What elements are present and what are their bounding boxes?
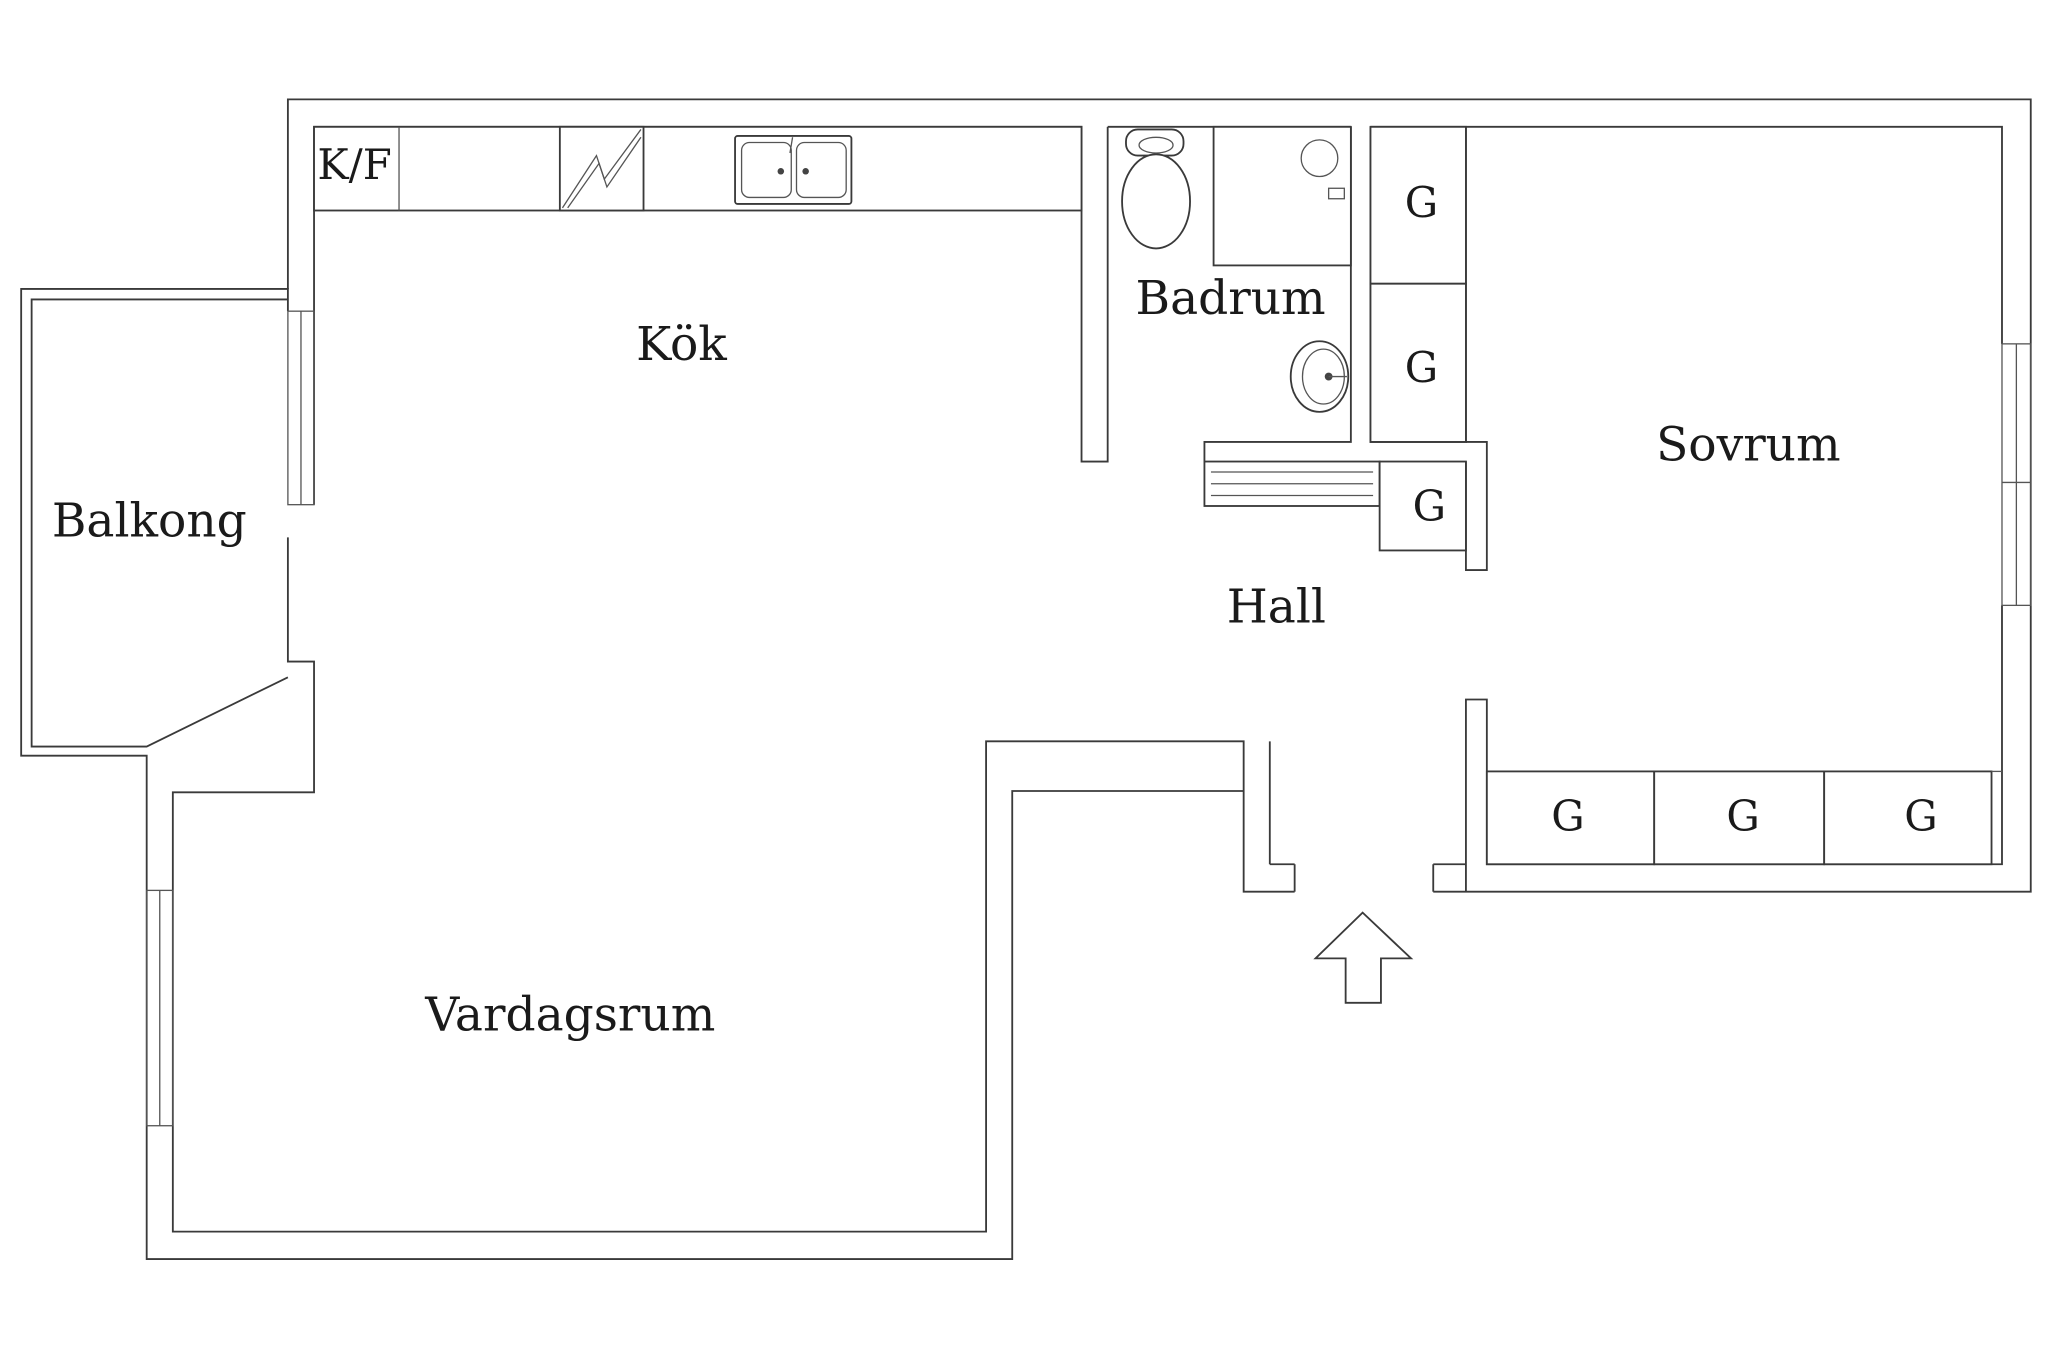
- wardrobe-label: G: [1904, 791, 1937, 840]
- room-label-vardagsrum: Vardagsrum: [424, 988, 715, 1043]
- toilet-icon: [1121, 128, 1191, 250]
- washbasin-icon: [1289, 340, 1350, 413]
- wardrobe-label: G: [1551, 791, 1584, 840]
- stove-icon: [558, 125, 645, 212]
- wardrobe-group: [1369, 125, 2002, 866]
- outer-walls: [20, 98, 2032, 1261]
- fridge-freezer-label: K/F: [317, 140, 391, 189]
- shower-icon: [1212, 125, 1352, 267]
- kitchen-counter: [313, 125, 1083, 212]
- room-label-kok: Kök: [636, 317, 727, 372]
- wardrobe-label: G: [1726, 791, 1759, 840]
- room-label-hall: Hall: [1227, 580, 1326, 635]
- wardrobe-label: G: [1405, 343, 1438, 392]
- room-label-sovrum: Sovrum: [1656, 417, 1841, 472]
- wardrobe-label: G: [1405, 178, 1438, 227]
- room-label-badrum: Badrum: [1136, 271, 1326, 326]
- wardrobe-label: G: [1413, 481, 1446, 530]
- sink-icon: [734, 135, 853, 205]
- radiator-icon: [1203, 460, 1381, 507]
- up-arrow-icon: [1313, 911, 1414, 1004]
- room-label-balkong: Balkong: [52, 493, 247, 548]
